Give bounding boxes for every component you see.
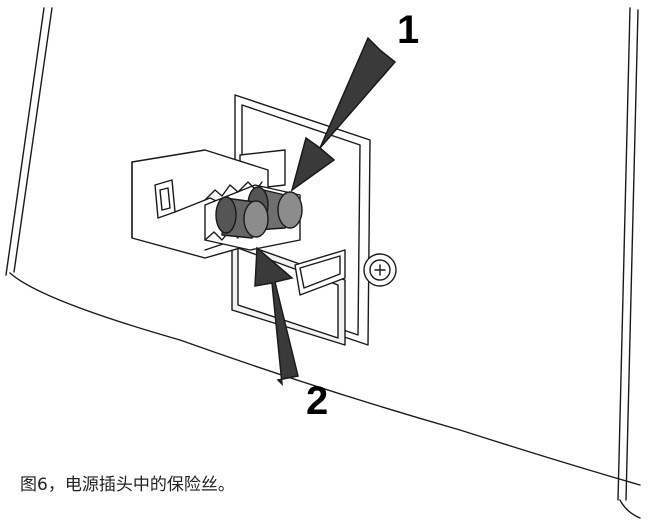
arrow-1-icon xyxy=(290,36,397,192)
fuse-2 xyxy=(215,196,269,239)
arrow-2-icon xyxy=(254,246,299,387)
figure-caption: 图6，电源插头中的保险丝。 xyxy=(20,475,235,495)
callout-2-label: 2 xyxy=(306,379,329,423)
device-housing xyxy=(5,7,641,519)
callout-1-label: 1 xyxy=(397,8,420,52)
